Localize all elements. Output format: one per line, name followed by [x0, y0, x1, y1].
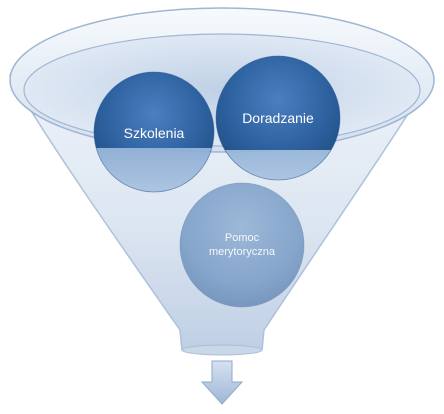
circle-szkolenia: Szkolenia — [93, 71, 215, 193]
down-arrow-icon — [200, 360, 244, 405]
circle-doradzanie: Doradzanie — [215, 55, 341, 181]
funnel-neck-cap — [181, 344, 263, 356]
circle-pomoc-merytoryczna: Pomoc merytoryczna — [179, 182, 305, 308]
circle-label-pomoc-line2: merytoryczna — [209, 246, 276, 258]
circle-label-szkolenia: Szkolenia — [124, 125, 185, 141]
circle-label-pomoc-line1: Pomoc — [225, 232, 260, 244]
circle-label-doradzanie: Doradzanie — [242, 110, 314, 126]
